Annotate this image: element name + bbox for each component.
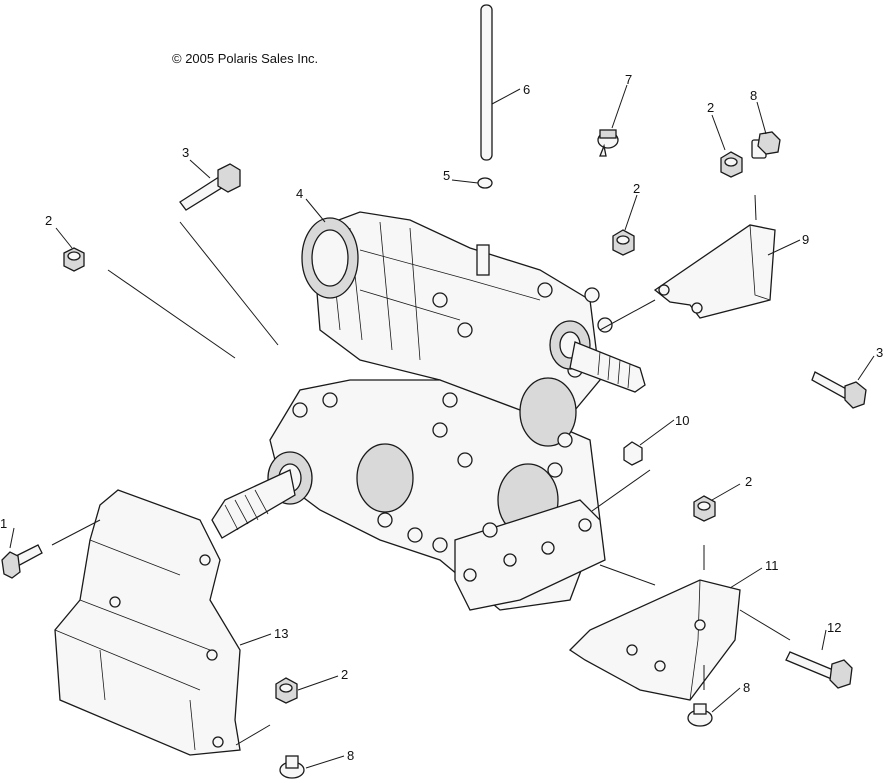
bolt-part-8-right <box>687 703 713 727</box>
callout-5: 5 <box>443 168 450 183</box>
bolt-part-8-bottom <box>279 755 305 779</box>
callout-10: 10 <box>675 413 689 428</box>
callout-2: 2 <box>45 213 52 228</box>
callout-8: 8 <box>743 680 750 695</box>
washer-part-10 <box>623 441 643 466</box>
callout-8: 8 <box>347 748 354 763</box>
callout-11: 11 <box>765 558 779 573</box>
callout-1: 1 <box>0 516 7 531</box>
callout-9: 9 <box>802 232 809 247</box>
nut-part-2-b <box>720 151 743 178</box>
plug-part-5 <box>477 177 493 189</box>
bolt-part-1 <box>1 544 43 579</box>
nut-part-2-a <box>63 247 85 272</box>
callout-2: 2 <box>707 100 714 115</box>
bracket-part-9 <box>653 224 776 319</box>
callout-7: 7 <box>625 72 632 87</box>
callout-2: 2 <box>745 474 752 489</box>
callout-4: 4 <box>296 186 303 201</box>
callout-3: 3 <box>876 345 883 360</box>
callout-3: 3 <box>182 145 189 160</box>
assembly-lines <box>51 194 791 746</box>
callout-2: 2 <box>633 181 640 196</box>
nut-part-2-e <box>275 677 298 704</box>
copyright-text: © 2005 Polaris Sales Inc. <box>172 51 318 66</box>
callout-13: 13 <box>274 626 288 641</box>
bolt-part-8-top <box>751 131 781 159</box>
leader-lines <box>9 84 875 769</box>
rod-part-6 <box>480 4 493 161</box>
nut-part-2-d <box>693 495 716 522</box>
transmission-assembly <box>211 211 646 611</box>
callout-2: 2 <box>341 667 348 682</box>
callout-12: 12 <box>827 620 841 635</box>
callout-labels: 1 2 3 4 5 6 7 2 8 2 9 3 10 2 11 12 13 2 … <box>0 72 883 763</box>
bracket-part-11 <box>568 579 741 701</box>
clamp-part-7 <box>597 129 619 157</box>
bolt-part-3-right <box>811 371 867 409</box>
bolt-part-3-left <box>179 163 241 211</box>
bolt-part-12 <box>785 651 853 689</box>
callout-8: 8 <box>750 88 757 103</box>
nut-part-2-c <box>612 229 635 256</box>
bracket-part-13 <box>54 489 241 756</box>
callout-6: 6 <box>523 82 530 97</box>
